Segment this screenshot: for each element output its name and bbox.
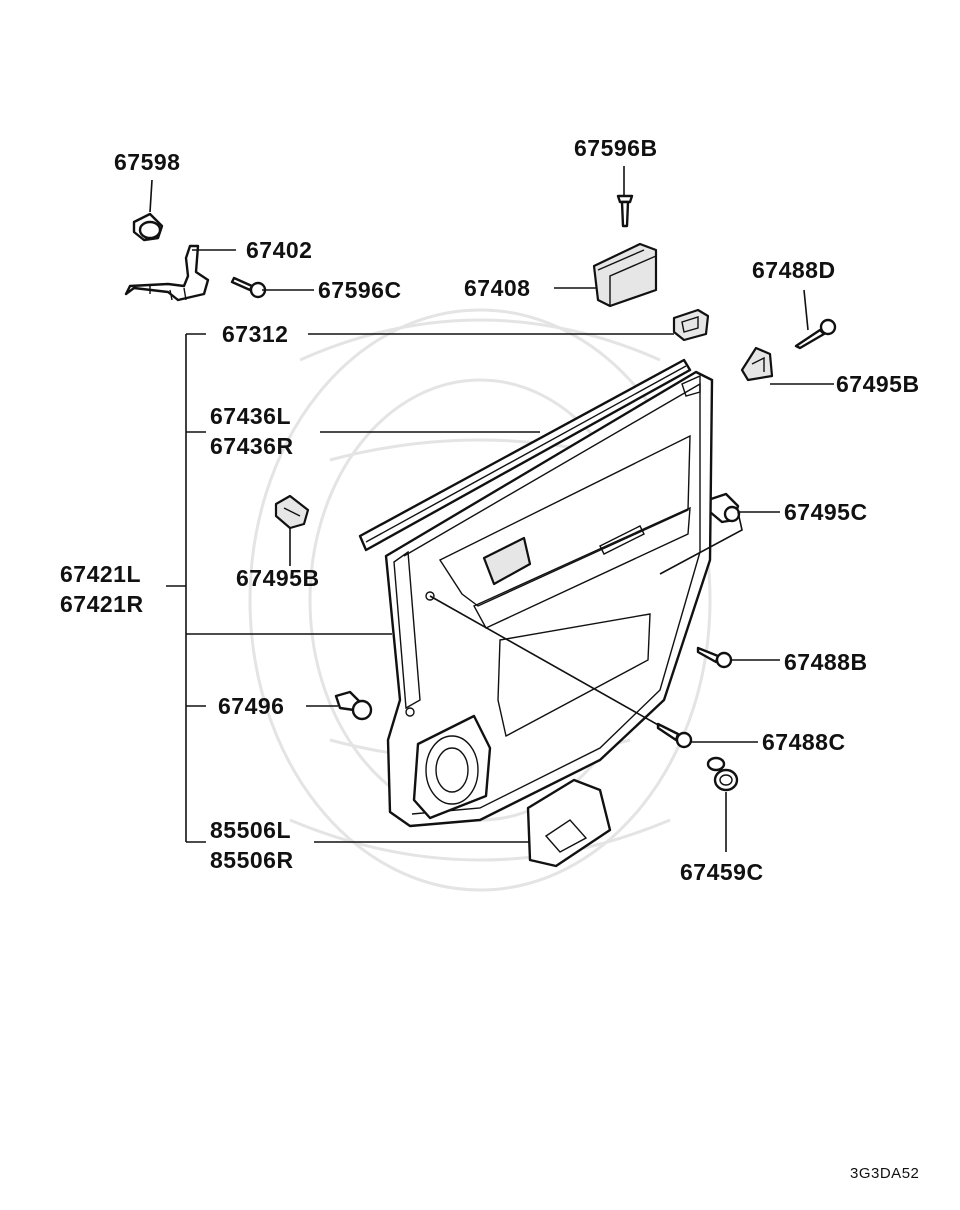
- cap-67459C-part: [706, 756, 739, 792]
- label-67421R: 67421R: [60, 591, 144, 617]
- clip-67598-part: [132, 212, 164, 242]
- label-85506L: 85506L: [210, 817, 291, 843]
- label-67402: 67402: [246, 237, 312, 263]
- screw-67488D-part: [794, 318, 837, 350]
- label-67488B: 67488B: [784, 649, 868, 675]
- label-85506R: 85506R: [210, 847, 294, 873]
- screw-67596C-part: [230, 276, 267, 299]
- door-trim-panel-67421-part: [384, 370, 714, 828]
- weatherstrip-67436-part: [358, 358, 692, 552]
- label-67436R: 67436R: [210, 433, 294, 459]
- screw-67596B-part: [616, 194, 634, 228]
- label-67488D: 67488D: [752, 257, 836, 283]
- label-67488C: 67488C: [762, 729, 846, 755]
- clip-67312-part: [672, 308, 710, 342]
- label-67598: 67598: [114, 149, 180, 175]
- bracket-67402-part: [124, 244, 210, 302]
- pocket-67408-part: [592, 242, 658, 308]
- clip-67495B-left-part: [274, 494, 310, 530]
- clip-67495B-right-part: [740, 346, 774, 382]
- clip-67496-part: [334, 690, 373, 721]
- label-67459C: 67459C: [680, 859, 764, 885]
- speaker-cover-85506-part: [526, 778, 612, 868]
- label-67421L: 67421L: [60, 561, 141, 587]
- label-67436L: 67436L: [210, 403, 291, 429]
- clip-67495C-part: [706, 492, 741, 524]
- label-67408: 67408: [464, 275, 530, 301]
- screw-67488C-part: [656, 722, 693, 749]
- label-67596B: 67596B: [574, 135, 658, 161]
- label-67496: 67496: [218, 693, 284, 719]
- label-67495C: 67495C: [784, 499, 868, 525]
- label-67495B-right: 67495B: [836, 371, 920, 397]
- label-67596C: 67596C: [318, 277, 402, 303]
- label-67312: 67312: [222, 321, 288, 347]
- leader-lines: [149, 166, 834, 852]
- figure-code: 3G3DA52: [850, 1165, 919, 1182]
- label-67495B-left: 67495B: [236, 565, 320, 591]
